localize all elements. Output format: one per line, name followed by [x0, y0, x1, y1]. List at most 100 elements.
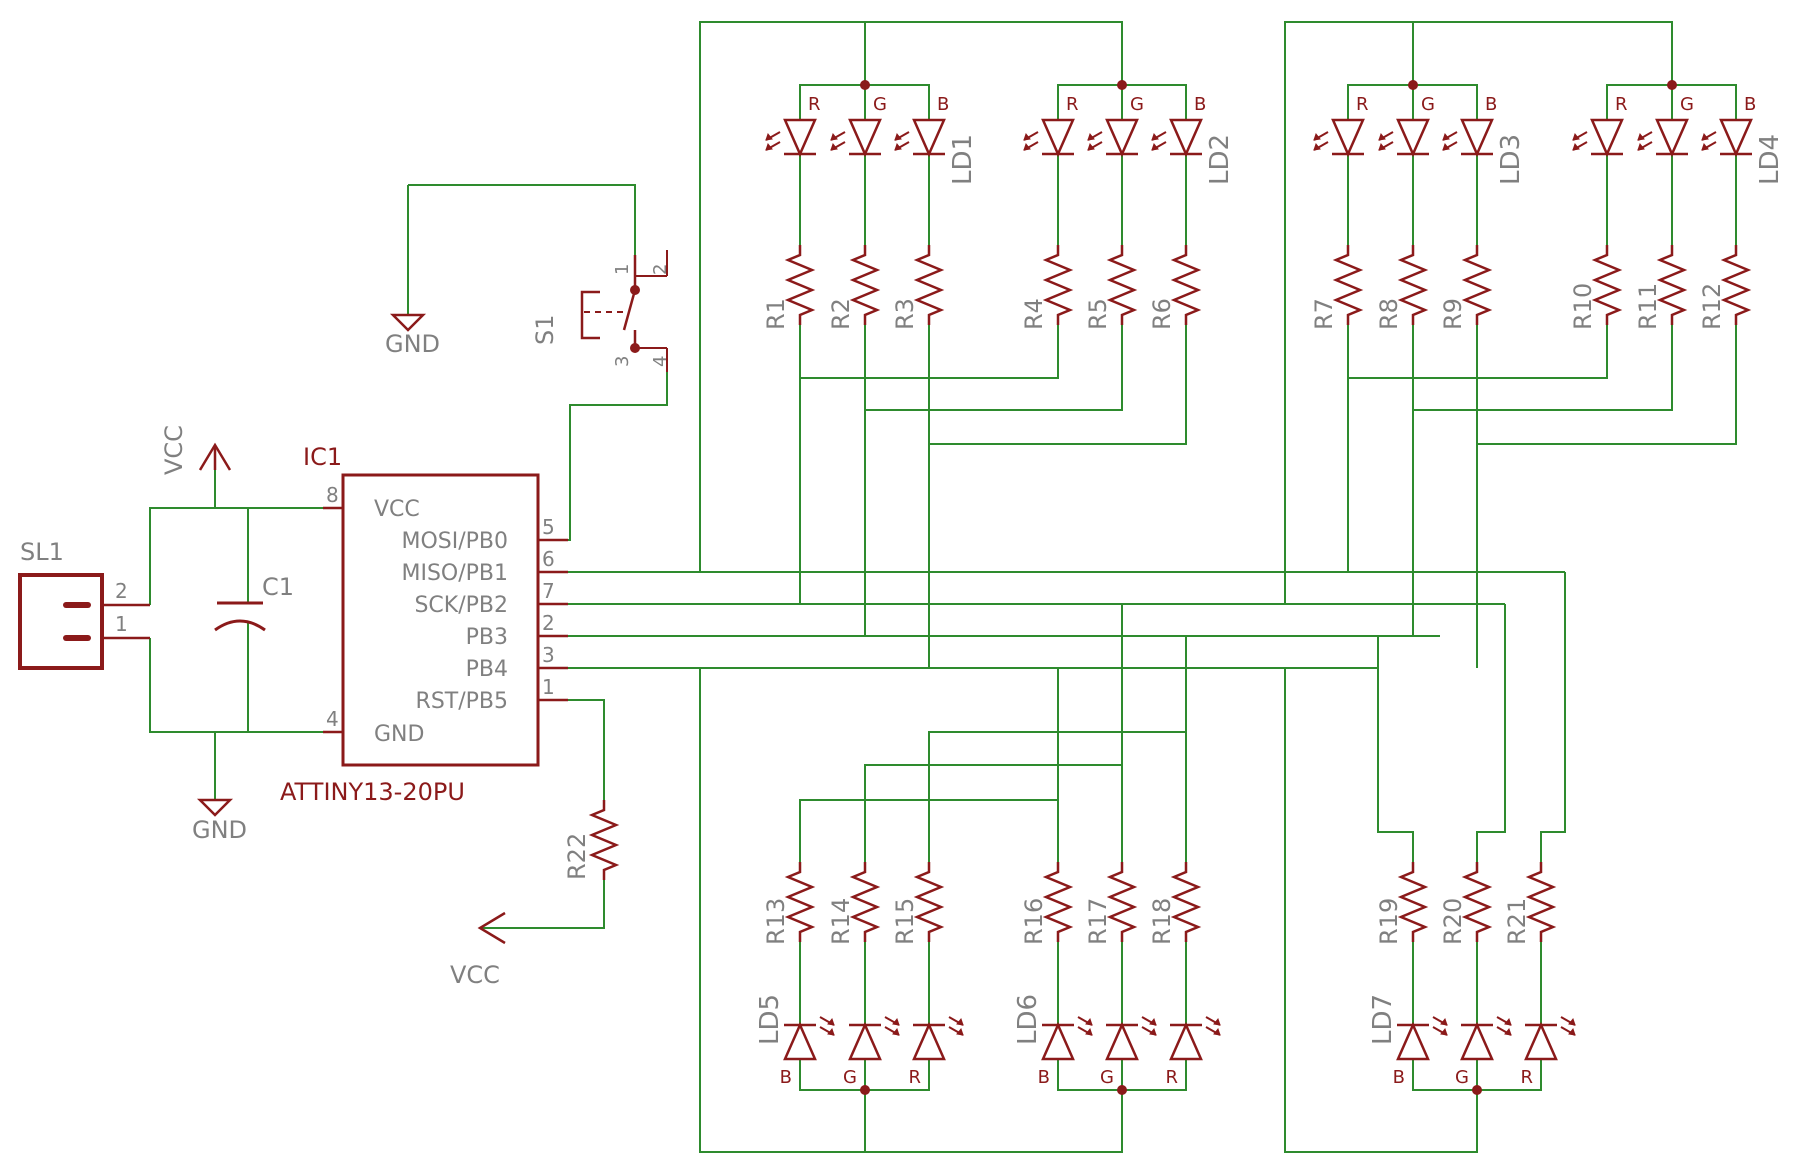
diode-triangle: [1460, 1021, 1494, 1061]
junction-dot: [860, 80, 870, 90]
led-ref-label: LD7: [1368, 994, 1398, 1045]
resistor-ref-label: R7: [1310, 298, 1338, 330]
wire-r12: [1477, 325, 1737, 445]
led-ld1-g: [848, 118, 882, 158]
emission-arrowhead: [1701, 142, 1709, 151]
resistor-r17: [1106, 862, 1138, 942]
wire-r10: [1348, 325, 1608, 379]
wire-r11: [1413, 325, 1673, 411]
diode-triangle: [1169, 118, 1203, 158]
led-channel-label: R: [1356, 94, 1369, 115]
emission-arrowhead: [894, 132, 902, 141]
sl1-body: [18, 573, 104, 670]
emission-arrowhead: [894, 142, 902, 151]
resistor-ref-label: R3: [891, 298, 919, 330]
emission-arrowhead: [765, 132, 773, 141]
wire-r15-r18: [928, 636, 1187, 862]
resistor-r15: [913, 862, 945, 942]
light-emission-icon: [1701, 131, 1717, 151]
emission-arrowhead: [1313, 132, 1321, 141]
junction-dot: [1117, 80, 1127, 90]
wire-s1-top: [408, 184, 636, 255]
gnd-symbol-icon: [196, 798, 234, 817]
vcc-supply-icon: [477, 911, 506, 945]
diode-triangle: [1105, 118, 1139, 158]
ic1-pin-num: 3: [542, 643, 555, 667]
led-ld2-b: [1169, 118, 1203, 158]
led-ref-label: LD3: [1496, 134, 1526, 185]
led-ld3-r: [1331, 118, 1365, 158]
light-emission-icon: [1141, 1016, 1157, 1036]
led-channel-label: B: [1485, 94, 1497, 115]
s1-contact: [622, 289, 637, 331]
junction-dot: [1667, 80, 1677, 90]
ic1-pin-name: PB3: [466, 625, 508, 650]
resistor-r5: [1106, 245, 1138, 325]
led-channel-label: G: [1130, 94, 1144, 115]
emission-arrowhead: [830, 132, 838, 141]
resistor-ref-label: R12: [1698, 283, 1726, 330]
led-ld5-b: [783, 1021, 817, 1061]
resistor-ref-label: R1: [762, 298, 790, 330]
emission-arrowhead: [1151, 142, 1159, 151]
emission-arrowhead: [1440, 1017, 1448, 1026]
ic1-value-label: ATTINY13-20PU: [280, 778, 465, 806]
sl1-pin-num: 2: [115, 579, 128, 603]
s1-pin-num: 1: [612, 264, 633, 275]
emission-arrowhead: [830, 142, 838, 151]
led-channel-label: G: [1100, 1067, 1114, 1088]
diode-triangle: [1041, 1021, 1075, 1061]
resistor-r7: [1332, 245, 1364, 325]
resistor-r1: [784, 245, 816, 325]
wire-top-feed-left: [699, 21, 1123, 572]
ic1-ref-label: IC1: [303, 443, 342, 471]
emission-arrowhead: [1378, 132, 1386, 141]
led-ld2-g: [1105, 118, 1139, 158]
light-emission-icon: [948, 1016, 964, 1036]
light-emission-icon: [830, 131, 846, 151]
junction-dot: [860, 1085, 870, 1095]
led-ld6-g: [1105, 1021, 1139, 1061]
wire-r22-vcc: [480, 880, 605, 929]
light-emission-icon: [1087, 131, 1103, 151]
led-channel-label: B: [780, 1067, 792, 1088]
s1-pin-num: 3: [612, 356, 633, 367]
led-ld4-g: [1655, 118, 1689, 158]
emission-arrowhead: [892, 1027, 900, 1036]
resistor-ref-label: R19: [1375, 898, 1403, 945]
diode-triangle: [1169, 1021, 1203, 1061]
led-channel-label: R: [1066, 94, 1079, 115]
light-emission-icon: [1313, 131, 1329, 151]
diode-triangle: [1719, 118, 1753, 158]
light-emission-icon: [1432, 1016, 1448, 1036]
light-emission-icon: [1151, 131, 1167, 151]
resistor-r4: [1042, 245, 1074, 325]
led-channel-label: G: [843, 1067, 857, 1088]
led-ref-label: LD4: [1755, 134, 1785, 185]
led-channel-label: R: [908, 1067, 921, 1088]
resistor-r20: [1461, 862, 1493, 942]
diode-triangle: [783, 1021, 817, 1061]
led-channel-label: G: [873, 94, 887, 115]
wire-bottom-feed-right: [1284, 668, 1478, 1153]
light-emission-icon: [765, 131, 781, 151]
labels: IC1ATTINY13-20PU84VCCGND5MOSI/PB06MISO/P…: [20, 94, 1785, 1088]
resistor-ref-label: R21: [1503, 898, 1531, 945]
light-emission-icon: [1023, 131, 1039, 151]
junction-dot: [1408, 80, 1418, 90]
emission-arrowhead: [1504, 1017, 1512, 1026]
diode-triangle: [912, 1021, 946, 1061]
led-channel-label: B: [1393, 1067, 1405, 1088]
light-emission-icon: [1378, 131, 1394, 151]
led-channel-label: R: [808, 94, 821, 115]
vcc-label: VCC: [450, 961, 500, 989]
wire-r20: [1476, 604, 1506, 862]
ic1-pin-name: GND: [374, 722, 424, 747]
vcc-label: VCC: [160, 425, 188, 475]
gnd-label: GND: [192, 816, 247, 844]
emission-arrowhead: [1572, 142, 1580, 151]
led-ref-label: LD6: [1013, 994, 1043, 1045]
emission-arrowhead: [1701, 132, 1709, 141]
resistor-r21: [1525, 862, 1557, 942]
led-ld3-b: [1460, 118, 1494, 158]
